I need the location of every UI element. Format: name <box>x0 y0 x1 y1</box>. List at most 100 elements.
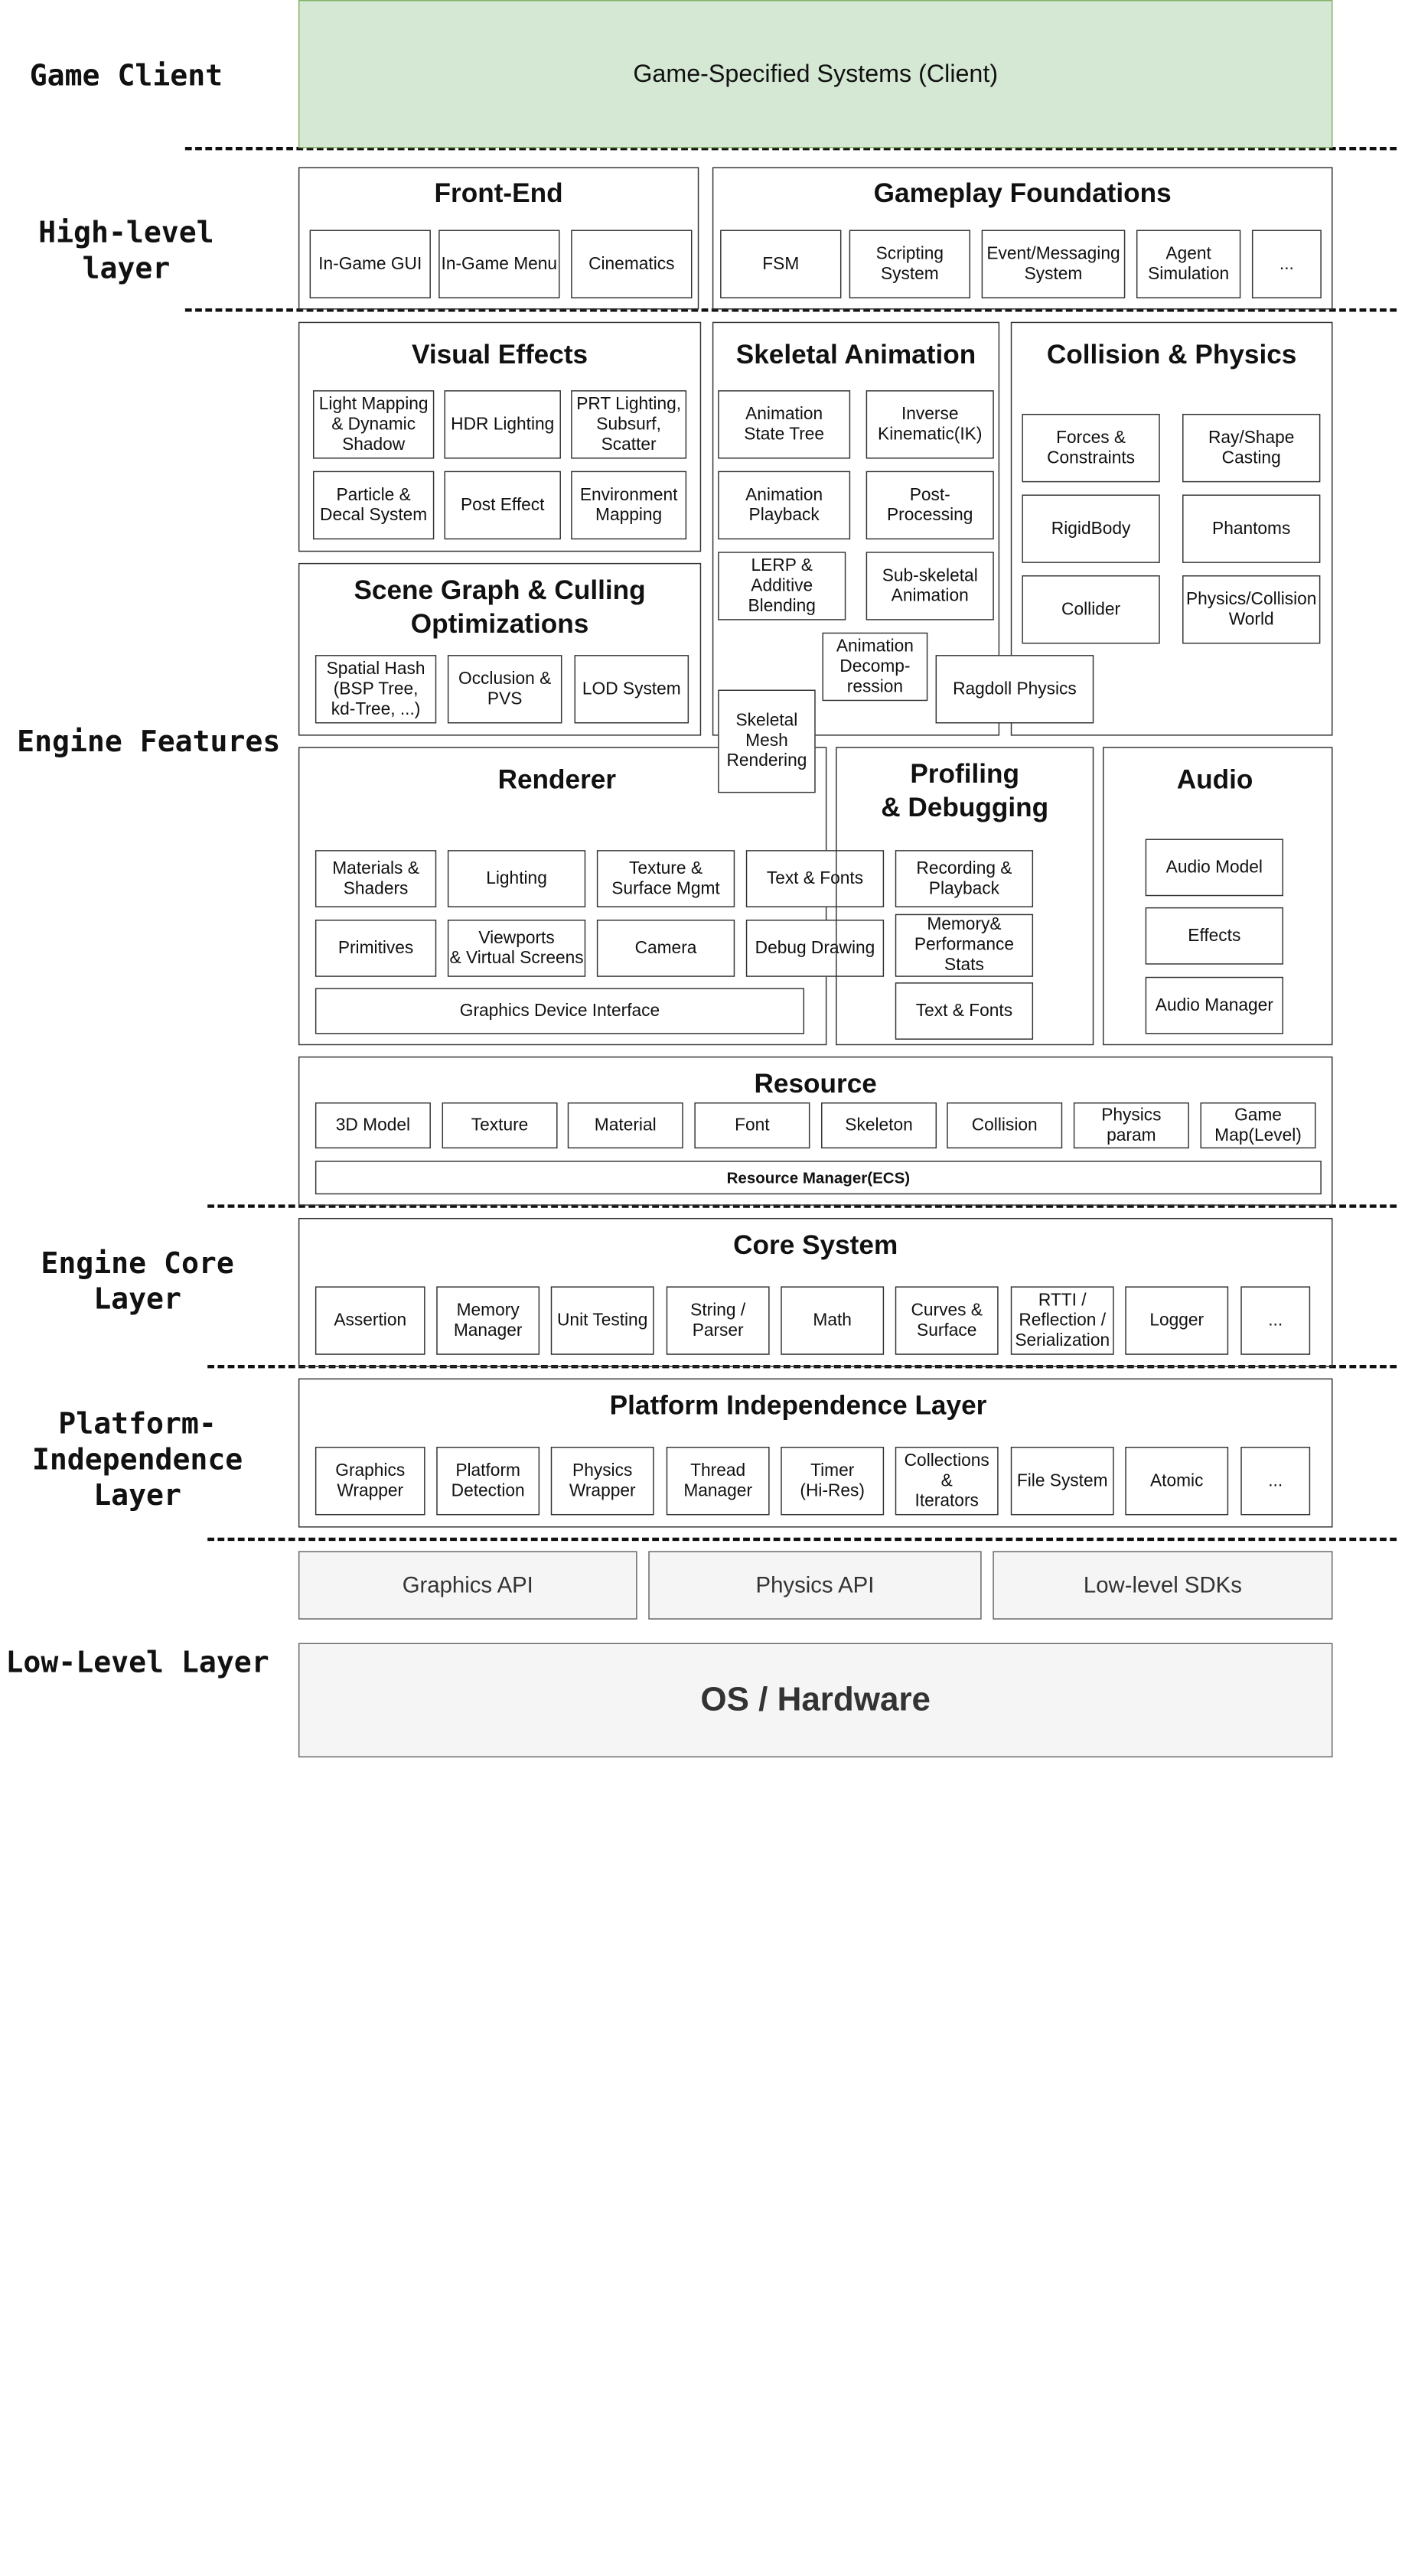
profiling-debugging-group <box>836 747 1094 1046</box>
resource-title: Resource <box>754 1069 877 1099</box>
resource-item: 3D Model <box>315 1102 431 1149</box>
game-specified-systems: Game-Specified Systems (Client) <box>298 0 1333 148</box>
collision-physics-item: Collider <box>1022 575 1160 644</box>
scene-graph-item: LOD System <box>574 655 689 724</box>
renderer-item: Viewports & Virtual Screens <box>447 920 586 977</box>
renderer-item: Lighting <box>447 850 586 907</box>
os-hardware: OS / Hardware <box>298 1643 1333 1758</box>
gameplay-item: ... <box>1251 230 1322 298</box>
core-system-item: Math <box>781 1286 885 1355</box>
collision-physics-item: RigidBody <box>1022 494 1160 563</box>
platform-independence-title: Platform Independence Layer <box>609 1390 987 1422</box>
scene-graph-title: Scene Graph & Culling Optimizations <box>354 575 646 640</box>
core-system-item: Unit Testing <box>550 1286 654 1355</box>
core-system-group <box>298 1217 1333 1367</box>
skeletal-animation-item: Animation State Tree <box>718 390 851 459</box>
platform-item: Timer (Hi-Res) <box>781 1447 885 1516</box>
skeletal-animation-item: Post- Processing <box>865 471 994 540</box>
core-system-item: Logger <box>1125 1286 1229 1355</box>
layer-separator <box>207 1537 1397 1542</box>
scene-graph-group <box>298 562 702 736</box>
core-system-item: RTTI / Reflection / Serialization <box>1010 1286 1114 1355</box>
core-system-item: String / Parser <box>666 1286 770 1355</box>
visual-effects-item: Post Effect <box>444 471 561 540</box>
platform-item: Physics Wrapper <box>550 1447 654 1516</box>
platform-item: File System <box>1010 1447 1114 1516</box>
resource-item: Font <box>694 1102 810 1149</box>
layer-label-low-level: Low-Level Layer <box>5 1646 269 1680</box>
audio-item: Audio Model <box>1145 839 1283 897</box>
skeletal-animation-item: Sub-skeletal Animation <box>865 552 994 620</box>
skeletal-animation-item: LERP & Additive Blending <box>718 552 846 620</box>
physics-api: Physics API <box>648 1551 982 1620</box>
core-system-item: Memory Manager <box>436 1286 540 1355</box>
platform-item: Atomic <box>1125 1447 1229 1516</box>
front-end-group <box>298 167 699 310</box>
skeletal-animation-title: Skeletal Animation <box>735 340 976 370</box>
resource-group <box>298 1056 1333 1206</box>
layer-separator <box>184 147 1397 151</box>
renderer-item: Debug Drawing <box>745 920 885 977</box>
platform-item: Platform Detection <box>436 1447 540 1516</box>
renderer-item: Graphics Device Interface <box>315 988 805 1034</box>
collision-physics-item: Physics/Collision World <box>1182 575 1321 644</box>
gameplay-item: Agent Simulation <box>1136 230 1241 298</box>
resource-item: Material <box>567 1102 683 1149</box>
graphics-api: Graphics API <box>298 1551 637 1620</box>
layer-label-platform-independence: Platform- Independence Layer <box>31 1407 243 1513</box>
platform-item: Collections & Iterators <box>895 1447 999 1516</box>
profiling-item: Text & Fonts <box>895 982 1034 1040</box>
resource-item: Game Map(Level) <box>1200 1102 1316 1149</box>
scene-graph-item: Spatial Hash (BSP Tree, kd-Tree, ...) <box>315 655 437 724</box>
skeletal-animation-item: Inverse Kinematic(IK) <box>865 390 994 459</box>
front-end-item: In-Game Menu <box>438 230 560 298</box>
collision-physics-group <box>1010 321 1333 736</box>
collision-physics-item: Forces & Constraints <box>1022 413 1160 483</box>
visual-effects-item: PRT Lighting, Subsurf, Scatter <box>571 390 687 459</box>
renderer-item: Primitives <box>315 920 437 977</box>
layer-label-engine-core: Engine Core Layer <box>41 1247 234 1317</box>
gameplay-item: Event/Messaging System <box>981 230 1126 298</box>
skeletal-animation-item: Animation Decomp- ression <box>822 632 928 702</box>
renderer-item: Texture & Surface Mgmt <box>596 850 735 907</box>
front-end-item: In-Game GUI <box>309 230 431 298</box>
resource-item: Physics param <box>1073 1102 1189 1149</box>
gameplay-item: FSM <box>720 230 842 298</box>
core-system-title: Core System <box>733 1230 898 1261</box>
profiling-debugging-title: Profiling & Debugging <box>881 759 1049 823</box>
visual-effects-title: Visual Effects <box>412 340 588 370</box>
collision-physics-item: Phantoms <box>1182 494 1321 563</box>
scene-graph-item: Occlusion & PVS <box>447 655 562 724</box>
layer-label-high-level: High-level layer <box>38 216 214 286</box>
skeletal-animation-group <box>712 321 1000 736</box>
skeletal-animation-item: Skeletal Mesh Rendering <box>718 689 816 793</box>
visual-effects-item: HDR Lighting <box>444 390 561 459</box>
resource-item: Collision <box>947 1102 1063 1149</box>
platform-item: Thread Manager <box>666 1447 770 1516</box>
layer-separator <box>207 1204 1397 1208</box>
platform-item: ... <box>1240 1447 1311 1516</box>
audio-item: Effects <box>1145 907 1283 965</box>
front-end-title: Front-End <box>434 178 563 209</box>
renderer-item: Materials & Shaders <box>315 850 437 907</box>
collision-physics-item: Ragdoll Physics <box>935 655 1094 724</box>
audio-group <box>1102 747 1333 1046</box>
visual-effects-item: Environment Mapping <box>571 471 687 540</box>
audio-item: Audio Manager <box>1145 976 1283 1034</box>
visual-effects-item: Particle & Decal System <box>312 471 435 540</box>
resource-item: Texture <box>442 1102 558 1149</box>
core-system-item: Assertion <box>315 1286 425 1355</box>
layer-separator <box>184 308 1397 312</box>
low-level-sdks: Low-level SDKs <box>993 1551 1333 1620</box>
audio-title: Audio <box>1176 764 1253 796</box>
renderer-item: Camera <box>596 920 735 977</box>
core-system-item: ... <box>1240 1286 1311 1355</box>
resource-item: Skeleton <box>821 1102 937 1149</box>
front-end-item: Cinematics <box>571 230 693 298</box>
platform-item: Graphics Wrapper <box>315 1447 425 1516</box>
visual-effects-group <box>298 321 702 552</box>
profiling-item: Memory& Performance Stats <box>895 913 1034 977</box>
profiling-item: Recording & Playback <box>895 850 1034 907</box>
layer-label-game-client: Game Client <box>29 59 223 93</box>
